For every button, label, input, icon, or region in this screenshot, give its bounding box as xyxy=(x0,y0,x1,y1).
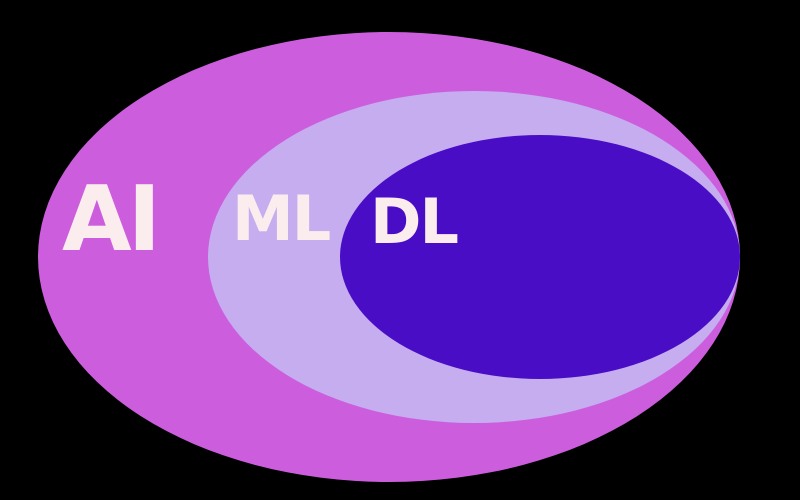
ai-label: AI xyxy=(62,167,157,272)
dl-ellipse xyxy=(340,135,740,379)
dl-label: DL xyxy=(370,185,457,258)
ml-label: ML xyxy=(232,182,330,255)
